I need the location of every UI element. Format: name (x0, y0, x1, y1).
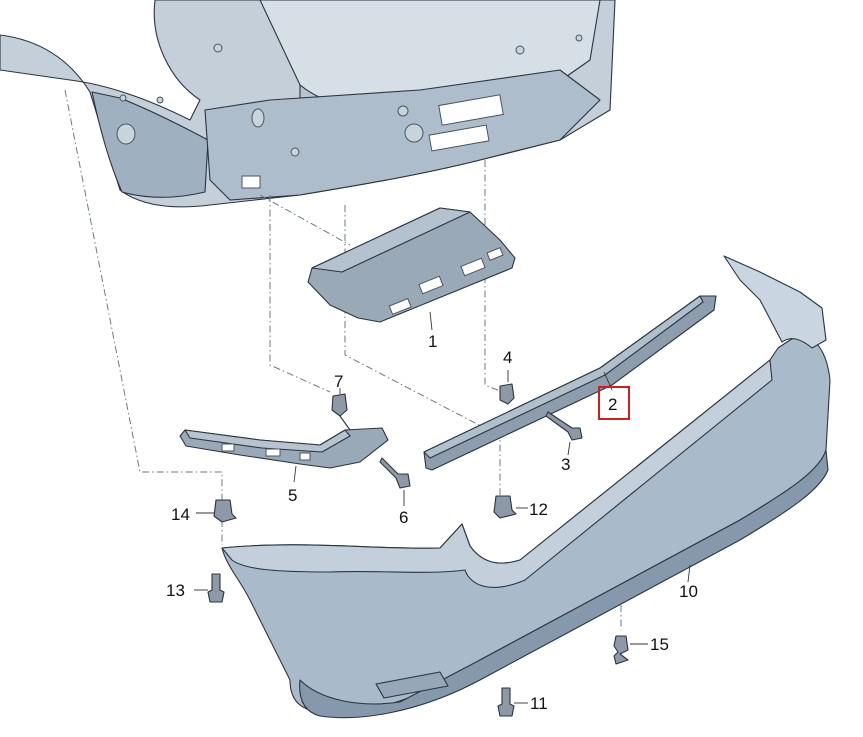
label-part-7: 7 (334, 372, 343, 391)
fastener-7 (331, 388, 351, 431)
part-10-bumper-cover (221, 255, 831, 719)
label-part-3: 3 (561, 455, 570, 474)
screw-11 (497, 687, 528, 717)
body-hole-5 (213, 43, 223, 53)
screw-13 (194, 573, 225, 603)
body-hole-8 (119, 94, 127, 102)
label-part-14: 14 (171, 505, 190, 524)
clip-14 (196, 499, 237, 523)
body-slot-2 (428, 124, 490, 152)
body-hole-7 (290, 147, 300, 157)
label-part-13: 13 (166, 581, 185, 600)
part-5-side-bracket (179, 427, 389, 483)
part-1-center-bracket (307, 207, 516, 331)
body-hole-6 (515, 45, 525, 55)
body-hole-4 (251, 108, 265, 128)
clip-15 (613, 635, 648, 665)
bumper-reflector-recess (375, 671, 449, 699)
label-part-1: 1 (428, 332, 437, 351)
body-slot-3 (241, 175, 261, 189)
label-part-10: 10 (679, 582, 698, 601)
label-part-6: 6 (399, 508, 408, 527)
body-hole-10 (575, 34, 583, 42)
label-part-4: 4 (503, 348, 512, 367)
clip-12 (493, 495, 528, 519)
screw-3 (545, 411, 583, 456)
highlight-box-part-2 (598, 386, 630, 420)
fastener-4 (499, 370, 515, 405)
vehicle-rear-body (0, 0, 616, 208)
screw-6 (379, 457, 411, 506)
body-lower-recess (91, 91, 209, 198)
label-part-2: 2 (608, 395, 617, 414)
label-part-11: 11 (530, 694, 548, 713)
label-part-12: 12 (529, 500, 548, 519)
part-2-guide-rail (423, 295, 717, 471)
body-hole-2 (404, 123, 424, 143)
label-part-15: 15 (650, 635, 669, 654)
label-part-5: 5 (288, 486, 297, 505)
body-hole-9 (156, 96, 164, 104)
body-hole-1 (116, 123, 136, 145)
body-slot-1 (438, 94, 504, 126)
callout-labels: 1 2 3 4 5 6 7 10 11 12 13 14 15 (166, 332, 698, 713)
body-hole-3 (397, 105, 409, 117)
